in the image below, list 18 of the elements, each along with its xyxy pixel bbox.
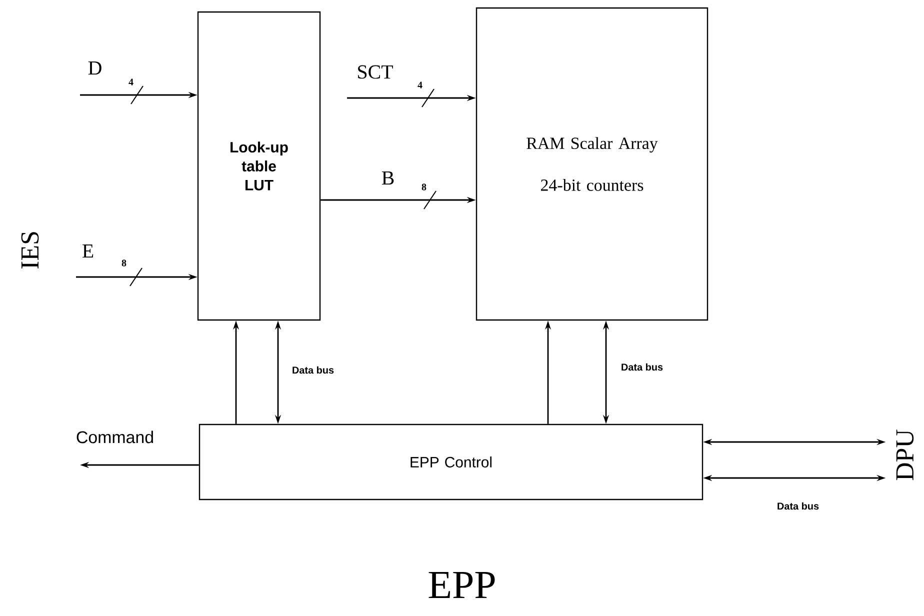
bus-width: 4 — [418, 82, 422, 88]
edge-label: Command — [74, 430, 156, 444]
bus-width: 4 — [128, 78, 134, 86]
block-box: EPP Control — [198, 424, 704, 500]
port-label: DPU — [896, 430, 914, 480]
edge-label: Data bus — [620, 362, 664, 372]
edge-label: B — [380, 170, 396, 186]
title: EPP — [428, 572, 495, 598]
port-label: IES — [21, 232, 39, 268]
block-box: Look-up table LUT — [197, 11, 321, 321]
edge-label: SCT — [356, 64, 394, 80]
block-box: RAM Scalar Array 24-bit counters — [476, 7, 708, 321]
bus-width: 8 — [122, 260, 126, 266]
edge-label: E — [80, 243, 96, 259]
edge-label: D — [86, 60, 104, 76]
edge-label: Data bus — [290, 365, 336, 375]
bus-width: 8 — [422, 184, 426, 190]
edge-label: Data bus — [776, 501, 820, 511]
